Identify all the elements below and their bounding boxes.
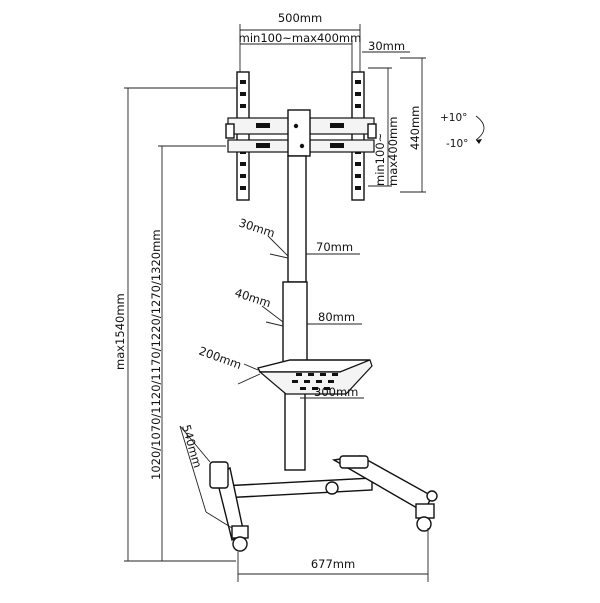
left-leg-end-cap xyxy=(209,461,229,489)
column-lower-width-label: 80mm xyxy=(318,310,355,324)
column-lower-depth-label: 40mm xyxy=(233,286,273,311)
shelf: 200mm 300mm xyxy=(197,344,373,399)
tilt-indicator: +10° -10° xyxy=(440,112,485,150)
base-column xyxy=(284,381,306,471)
arm-offset-label: 30mm xyxy=(368,39,405,53)
vesa-horizontal-dimension: min100~max400mm xyxy=(239,31,362,72)
column xyxy=(282,155,308,471)
caster-rear-left xyxy=(325,481,339,495)
base-depth-label: 540mm xyxy=(179,423,205,469)
right-knob xyxy=(367,123,377,139)
column-upper-depth-label: 30mm xyxy=(237,216,277,241)
width-overall-label: 500mm xyxy=(278,11,322,25)
bracket-height-dimension: 440mm xyxy=(400,57,426,193)
height-positions-label: 1020/1070/1120/1170/1220/1270/1320mm xyxy=(149,229,163,480)
shelf-width-label: 300mm xyxy=(314,385,358,399)
base-width-dimension: 677mm xyxy=(237,528,429,582)
max-height-label: max1540mm xyxy=(113,293,127,370)
tilt-arc-icon xyxy=(475,115,485,141)
vesa-horizontal-label: min100~max400mm xyxy=(239,31,362,45)
left-knob xyxy=(225,123,235,139)
width-dimension: 500mm xyxy=(239,11,361,72)
upper-column xyxy=(287,155,307,283)
lower-column xyxy=(282,281,308,363)
max-height-dimension: max1540mm xyxy=(113,87,240,562)
height-positions-dimension: 1020/1070/1120/1170/1220/1270/1320mm xyxy=(149,145,226,561)
arm-offset-dimension: 30mm xyxy=(362,39,410,53)
bracket-height-label: 440mm xyxy=(408,106,422,150)
shelf-vent-holes xyxy=(292,373,338,390)
base-width-label: 677mm xyxy=(311,557,355,571)
caster-front-right xyxy=(415,503,435,532)
tilt-down-label: -10° xyxy=(446,138,468,150)
base-cross-bar xyxy=(221,477,373,499)
shelf-plate xyxy=(258,359,373,395)
right-rear-cap xyxy=(339,455,369,469)
column-clamp xyxy=(287,109,311,157)
vesa-vertical-dimension: min100~ max400mm xyxy=(368,67,400,187)
tilt-arrow-icon xyxy=(476,139,482,144)
tilt-up-label: +10° xyxy=(440,112,467,124)
vesa-vertical-label-line2: max400mm xyxy=(386,117,400,186)
caster-front-left xyxy=(231,525,249,552)
left-vertical-arm xyxy=(236,71,250,201)
caster-rear-right xyxy=(426,490,438,502)
vesa-vertical-label-line1: min100~ xyxy=(373,133,387,186)
base xyxy=(209,455,438,552)
right-vertical-arm xyxy=(351,71,365,201)
shelf-depth-label: 200mm xyxy=(197,344,243,372)
tv-mount-bracket xyxy=(225,71,377,201)
column-upper-width-label: 70mm xyxy=(316,240,353,254)
